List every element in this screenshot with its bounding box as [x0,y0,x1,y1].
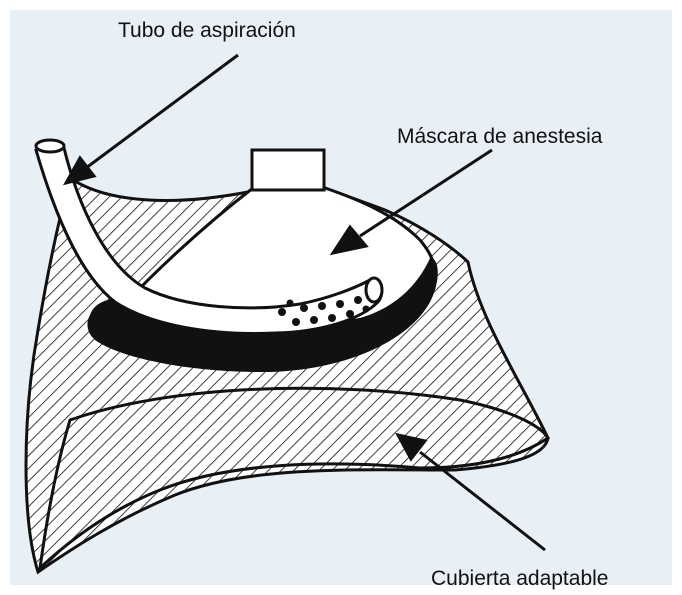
mask-label: Máscara de anestesia [397,126,602,147]
mask-leader-line [360,150,492,236]
suction-tube-opening [36,140,64,152]
tube-leader-line [86,55,238,168]
mask-connector [252,150,324,190]
tube-label: Tubo de aspiración [118,20,296,41]
suction-tube-tip [366,278,382,302]
cover-label: Cubierta adaptable [431,568,608,589]
cover-fold [40,388,548,568]
